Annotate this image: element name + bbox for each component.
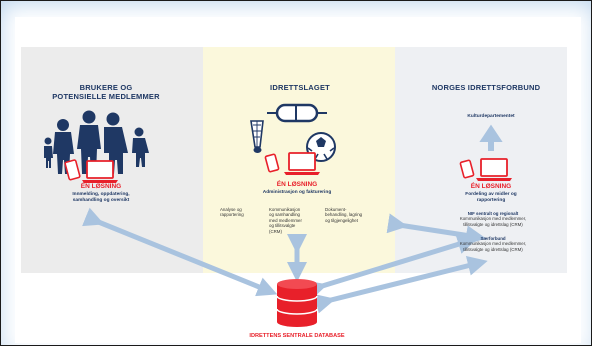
club-subtitle: Administrasjon og fakturering [262,190,332,195]
fed-sub-line1: Fordeling av midler og [465,192,517,197]
docs-line2: behandling, lagring [325,212,363,218]
connector-arrows [82,207,488,314]
goggles-icon [267,103,327,123]
sf-line2: tillitsvalgte og idrettslag (CRM) [463,246,523,252]
laptop-icon [82,160,118,183]
arrow-sf-database [313,255,488,314]
club-communication: Kommunikasjon og samhandling med medlemm… [269,207,319,234]
football-icon [306,132,336,162]
comm-line5: (CRM) [269,228,282,234]
laptop-icon [284,152,320,175]
analysis-line2: rapportering [220,212,244,218]
users-desc-line2: samhandling og oversikt [72,198,130,203]
users-title-line1: BRUKERE OG [79,83,133,92]
comm-line4: og tillitsvalgte [269,223,296,229]
nif-block: NIF sentralt og regionalt Kommunikasjon … [427,211,559,227]
federation-subtitle: Fordeling av midler og rapportering [431,192,551,204]
docs-line3: og tilgjengelighet [325,217,358,223]
nif-title: NIF sentralt og regionalt [467,211,519,216]
users-desc-line1: Innmelding, oppdatering, [72,192,130,197]
sf-block: Særforbund Kommunikasjon med medlemmer, … [427,236,559,252]
club-title: IDRETTSLAGET [270,83,330,92]
laptop-icon [476,158,512,181]
sf-title: Særforbund [480,236,506,241]
phone-icon [459,159,475,179]
users-solution-label: ÉN LØSNING [80,183,122,190]
shuttlecock-icon [250,120,264,153]
arrow-to-ministry [479,124,503,151]
phone-icon [264,153,280,173]
users-title-line2: POTENSIELLE MEDLEMMER [52,92,160,101]
sf-line1: Kommunikasjon med medlemmer, [459,241,527,247]
nif-line2: tillitsvalgte og idrettslag (CRM) [463,221,523,227]
arrow-users-database [82,207,278,297]
analysis-line1: Analyse og [220,207,242,212]
phone-icon [64,159,81,181]
ministry-label: Kulturdepartementet [467,114,515,119]
nif-line1: Kommunikasjon med medlemmer, [459,216,527,222]
fed-sub-line2: rapportering [476,198,506,203]
users-solution-desc: Innmelding, oppdatering, samhandling og … [31,192,171,204]
club-documents: Dokument- behandling, lagring og tilgjen… [325,207,391,223]
docs-line1: Dokument- [325,207,347,212]
users-title: BRUKERE OG POTENSIELLE MEDLEMMER [31,83,181,101]
comm-line3: med medlemmer [269,217,302,223]
database-icon [276,279,318,327]
database-label: IDRETTENS SENTRALE DATABASE [249,333,345,339]
club-solution-label: ÉN LØSNING [276,181,318,188]
comm-line1: Kommunikasjon [269,207,301,212]
federation-solution-label: ÉN LØSNING [470,183,512,190]
federation-title: NORGES IDRETTSFORBUND [431,83,541,92]
club-analysis: Analyse og rapportering [220,207,268,218]
arrow-club-nif [386,213,486,246]
comm-line2: og samhandling [269,212,301,218]
